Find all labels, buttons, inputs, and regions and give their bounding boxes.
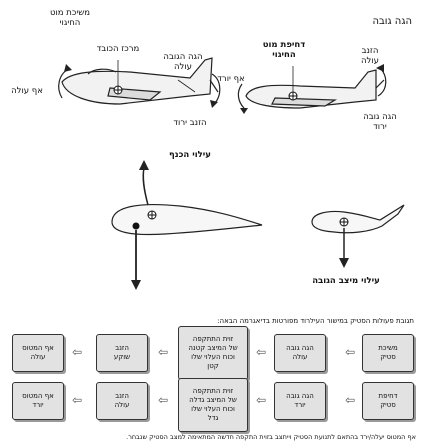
elevator-leader-line bbox=[177, 79, 196, 93]
tail-up-label: הזנב עולה bbox=[360, 46, 380, 66]
flow-bottom-step-2: הגה גובה יורד bbox=[274, 382, 326, 420]
elevator-lift-label: עילוי מיצב הגובה bbox=[312, 276, 380, 286]
nose-down-label: אף יורד bbox=[217, 74, 245, 84]
nose-down-arrowhead bbox=[240, 108, 248, 114]
flow-top-arrow-3: ⇦ bbox=[158, 345, 169, 359]
wing-cg-dot bbox=[132, 222, 140, 230]
flow-top-step-5: אף המטוס עולה bbox=[12, 334, 64, 372]
nose-down-curve-arrow bbox=[237, 83, 245, 109]
wing-airfoil bbox=[111, 203, 263, 236]
weight-arrowhead bbox=[131, 280, 141, 290]
elevator-up-label: הגה הגובה עולה bbox=[163, 52, 203, 72]
wing-lift-label: עילוי הכנף bbox=[169, 150, 211, 160]
stick-push-label: דחיפת מוט החיגוי bbox=[262, 40, 306, 60]
elevator-airfoil bbox=[311, 204, 405, 234]
flow-bottom-step-5: אף המטוס יורד bbox=[12, 382, 64, 420]
right-airplane bbox=[245, 69, 385, 109]
flow-bottom-step-1: דחיפת סטיק bbox=[362, 382, 414, 420]
flow-top-step-2: הגה גובה עולה bbox=[274, 334, 326, 372]
elevator-cp-cross-icon bbox=[340, 218, 348, 226]
tail-down-label: הזנב ירוד bbox=[173, 118, 207, 128]
flow-bottom-arrow-2: ⇦ bbox=[256, 393, 267, 407]
flow-top-arrow-4: ⇦ bbox=[72, 345, 83, 359]
tail-down-arrowhead bbox=[210, 100, 218, 108]
right-cg-cross-icon bbox=[289, 92, 297, 100]
elevator-down-label: הגה גובה ירוד bbox=[363, 112, 397, 132]
stick-pull-label: משיכת מוט החיגוי bbox=[49, 8, 91, 28]
flow-bottom-step-3: זוית התתקפה של המיצב גדלה וכוח העלוי שלו… bbox=[178, 378, 248, 432]
flow-bottom-step-4: הזנב עולה bbox=[96, 382, 148, 420]
flow-bottom-arrow-3: ⇦ bbox=[158, 393, 169, 407]
wing-lift-arrowhead bbox=[139, 160, 149, 170]
nose-up-label: אף עולה bbox=[11, 86, 43, 96]
wing-cp-cross-icon bbox=[148, 211, 156, 219]
elevator-lift-arrowhead bbox=[339, 258, 349, 268]
wing-lift-arrow bbox=[142, 167, 149, 206]
flow-top-step-4: הזנב שוקע bbox=[96, 334, 148, 372]
flow-bottom-arrow-1: ⇦ bbox=[345, 393, 356, 407]
flow-top-step-1: משיכת סטיק bbox=[362, 334, 414, 372]
flowchart-caption: תגובת פעולות הסטיק במישור העילרוד מפורטו… bbox=[217, 317, 414, 325]
flow-top-arrow-2: ⇦ bbox=[256, 345, 267, 359]
nose-up-arrowhead bbox=[64, 64, 72, 72]
cg-cross-icon bbox=[114, 86, 122, 94]
flow-top-step-3: זוית התתקפה של המיצב קטנה וכוח העלוי שלו… bbox=[178, 326, 248, 380]
footer-note: אף המטוס יעלה/ירד בהתאם לתנועת הסטיק ויי… bbox=[126, 433, 416, 441]
flow-bottom-arrow-4: ⇦ bbox=[72, 393, 83, 407]
center-of-gravity-label: מרכז הכובד bbox=[96, 44, 140, 54]
tail-up-arrowhead bbox=[376, 64, 384, 72]
flow-top-arrow-1: ⇦ bbox=[345, 345, 356, 359]
page-title: הגה גובה bbox=[372, 16, 412, 27]
